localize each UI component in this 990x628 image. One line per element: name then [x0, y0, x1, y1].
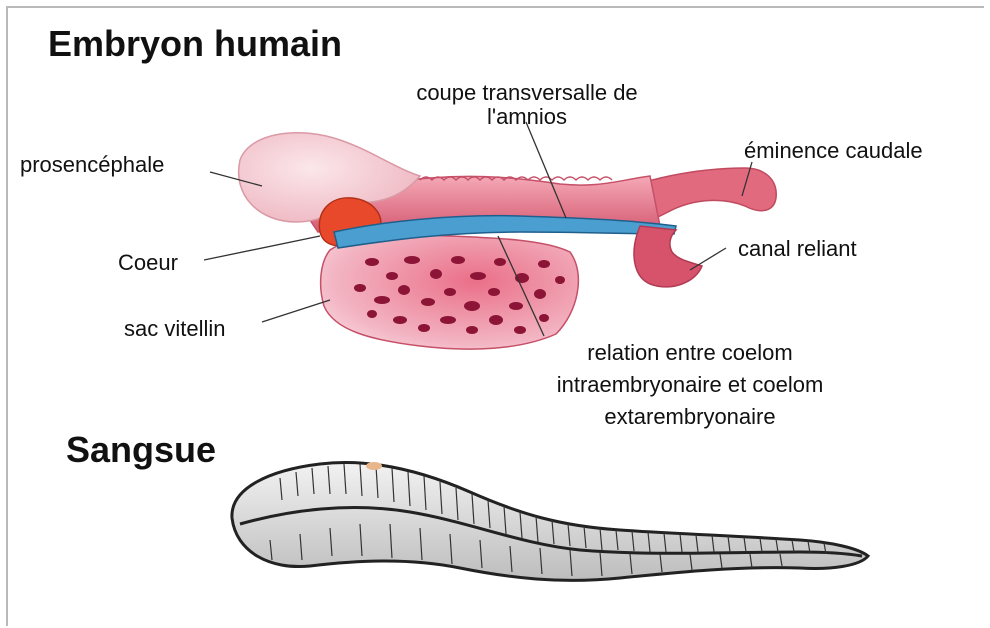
leech-body [232, 462, 868, 580]
label-relation-line2: intraembryonaire et coelom [500, 372, 880, 398]
label-coeur: Coeur [118, 250, 178, 276]
label-sac-vitellin: sac vitellin [124, 316, 225, 342]
label-amnios-line2: l'amnios [372, 104, 682, 130]
connecting-stalk [634, 226, 702, 287]
label-canal-reliant: canal reliant [738, 236, 857, 262]
embryo-drawing [239, 133, 777, 349]
leech-drawing [232, 462, 868, 580]
label-eminence-caudale: éminence caudale [744, 138, 923, 164]
label-relation-line1: relation entre coelom [500, 340, 880, 366]
leech-title: Sangsue [66, 430, 216, 470]
label-relation-line3: extarembryonaire [500, 404, 880, 430]
label-amnios-line1: coupe transversalle de [372, 80, 682, 106]
embryo-title: Embryon humain [48, 24, 342, 64]
leech-head-spot [366, 462, 382, 470]
label-prosencephale: prosencéphale [20, 152, 164, 178]
